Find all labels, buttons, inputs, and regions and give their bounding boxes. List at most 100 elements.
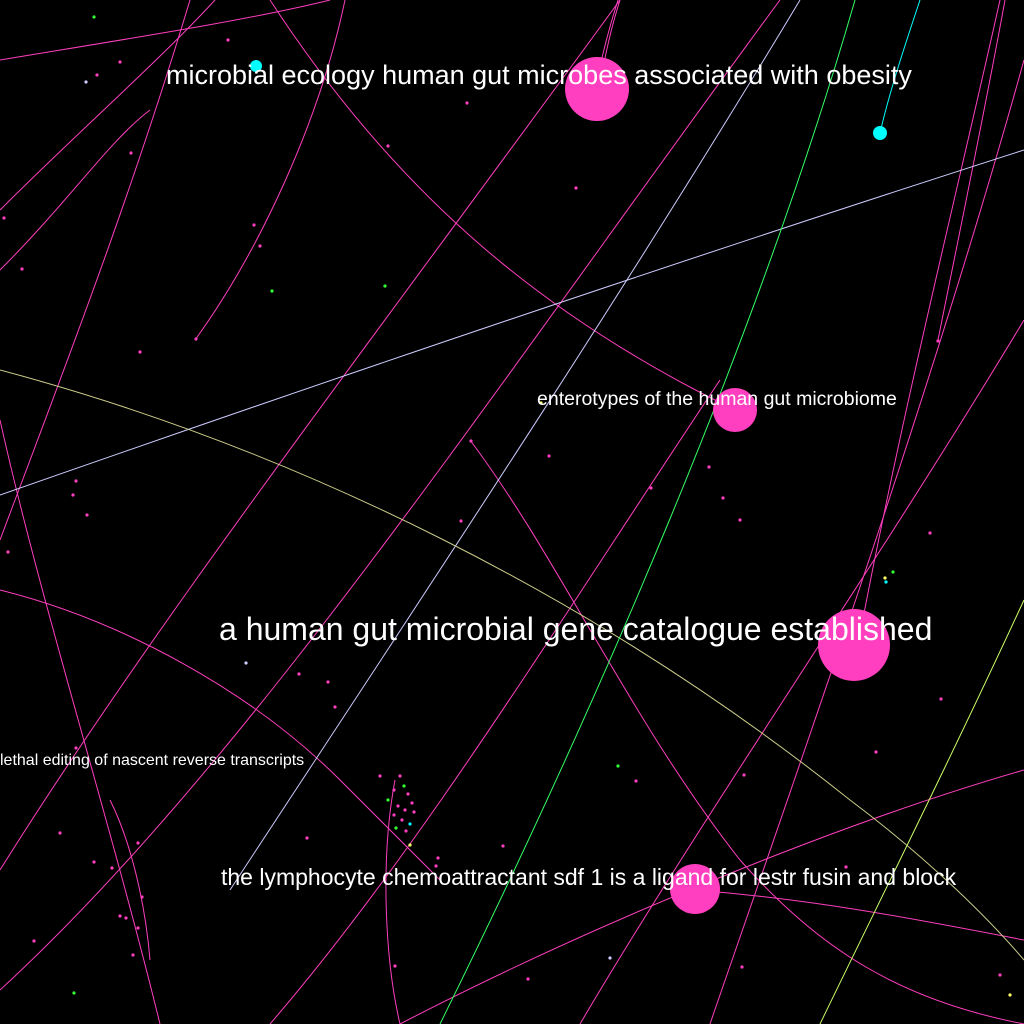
graph-node[interactable] [84,80,88,84]
node-sdf1-circle[interactable] [670,864,720,914]
graph-node[interactable] [138,350,142,354]
node-cyan-left-circle[interactable] [250,60,262,72]
graph-node[interactable] [998,973,1002,977]
graph-node[interactable] [707,465,711,469]
node-label-enterotypes[interactable]: enterotypes of the human gut microbiome [537,388,897,410]
graph-node[interactable] [740,965,744,969]
graph-node[interactable] [884,580,888,584]
graph-node[interactable] [194,337,198,341]
graph-node[interactable] [118,60,122,64]
graph-node[interactable] [883,576,887,580]
node-label-gene-catalogue[interactable]: a human gut microbial gene catalogue est… [219,611,932,647]
graph-node[interactable] [396,804,400,808]
graph-node[interactable] [936,339,940,343]
graph-node[interactable] [634,779,638,783]
graph-node[interactable] [434,864,438,868]
graph-node[interactable] [297,672,301,676]
graph-node[interactable] [383,284,387,288]
graph-node[interactable] [928,531,932,535]
node-label-layer: microbial ecology human gut microbes ass… [0,60,957,890]
graph-node[interactable] [400,818,404,822]
graph-node[interactable] [465,101,469,105]
graph-node[interactable] [95,73,99,77]
graph-node[interactable] [738,518,742,522]
graph-node[interactable] [874,750,878,754]
graph-node[interactable] [326,680,330,684]
graph-node[interactable] [118,914,122,918]
graph-node[interactable] [526,977,530,981]
graph-node[interactable] [891,570,895,574]
graph-node[interactable] [74,479,78,483]
graph-node[interactable] [392,788,396,792]
graph-node[interactable] [402,784,406,788]
graph-node[interactable] [71,493,75,497]
graph-node[interactable] [412,810,416,814]
graph-node[interactable] [459,519,463,523]
graph-node[interactable] [92,15,96,19]
graph-node[interactable] [258,244,262,248]
graph-node[interactable] [742,773,746,777]
graph-node[interactable] [436,856,440,860]
graph-node[interactable] [378,774,382,778]
graph-node[interactable] [270,289,274,293]
graph-node[interactable] [20,267,24,271]
graph-node[interactable] [386,798,390,802]
graph-node[interactable] [501,844,505,848]
graph-node[interactable] [110,866,114,870]
graph-node[interactable] [386,144,390,148]
node-label-sdf1[interactable]: the lymphocyte chemoattractant sdf 1 is … [221,864,957,890]
edge [0,0,621,871]
node-enterotypes-circle[interactable] [713,388,757,432]
graph-node[interactable] [547,454,551,458]
graph-node[interactable] [394,826,398,830]
graph-node[interactable] [136,926,140,930]
graph-node[interactable] [408,822,412,826]
graph-node[interactable] [32,939,36,943]
graph-node[interactable] [72,991,76,995]
graph-node[interactable] [398,774,402,778]
graph-node[interactable] [410,801,414,805]
graph-node[interactable] [6,550,10,554]
graph-node[interactable] [1008,993,1012,997]
node-obesity-circle[interactable] [565,57,629,121]
graph-node[interactable] [844,865,848,869]
graph-node[interactable] [2,216,6,220]
node-gene-catalogue-circle[interactable] [818,609,890,681]
graph-node[interactable] [124,916,128,920]
graph-node[interactable] [721,496,725,500]
graph-node[interactable] [616,764,620,768]
graph-node[interactable] [305,836,309,840]
graph-node[interactable] [129,151,133,155]
graph-node[interactable] [92,860,96,864]
graph-node[interactable] [404,829,408,833]
graph-node[interactable] [333,705,337,709]
graph-node[interactable] [131,953,135,957]
node-label-lethal-editing[interactable]: lethal editing of nascent reverse transc… [0,752,304,769]
graph-node[interactable] [649,486,653,490]
graph-node[interactable] [469,439,473,443]
edge [109,799,151,961]
graph-node[interactable] [226,38,230,42]
edge [0,0,781,991]
node-label-obesity[interactable]: microbial ecology human gut microbes ass… [166,60,912,90]
graph-node[interactable] [244,661,248,665]
graph-node[interactable] [393,964,397,968]
graph-node[interactable] [140,895,144,899]
graph-node[interactable] [74,746,78,750]
graph-node[interactable] [85,513,89,517]
graph-node[interactable] [392,813,396,817]
edge [857,0,1001,646]
graph-node[interactable] [58,831,62,835]
graph-node[interactable] [403,808,407,812]
graph-node[interactable] [939,697,943,701]
graph-node[interactable] [408,843,412,847]
graph-node[interactable] [252,223,256,227]
graph-node[interactable] [539,401,543,405]
graph-node[interactable] [608,956,612,960]
graph-node[interactable] [136,841,140,845]
node-cyan-top-circle[interactable] [873,126,887,140]
graph-node[interactable] [574,186,578,190]
graph-node[interactable] [406,792,410,796]
